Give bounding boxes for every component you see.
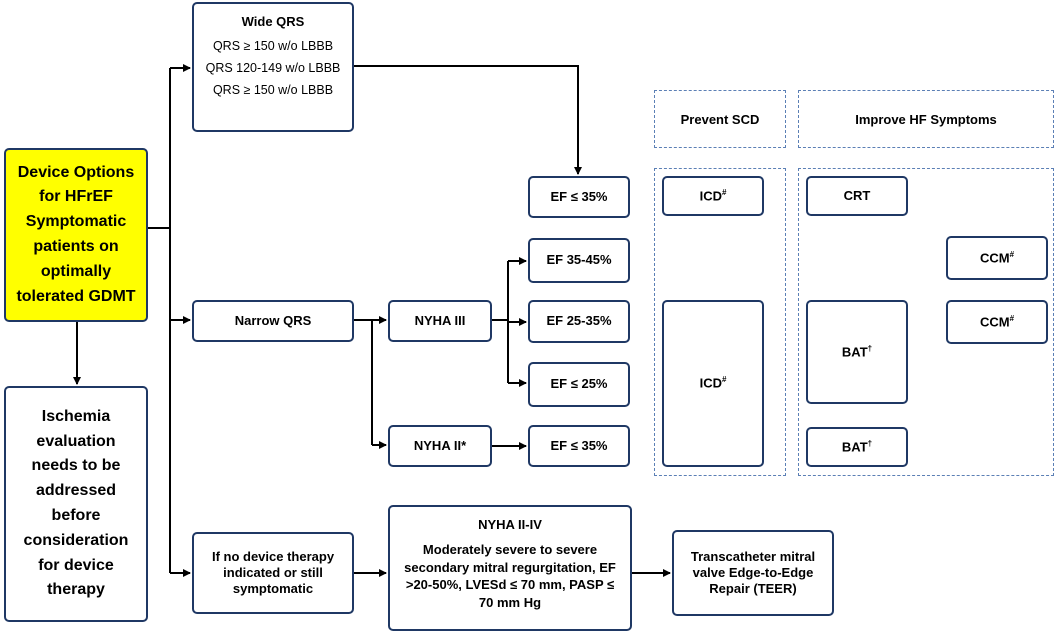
prevent-scd-panel [654, 168, 786, 476]
no-device-box: If no device therapy indicated or still … [192, 532, 354, 614]
improve-hf-header: Improve HF Symptoms [798, 90, 1054, 148]
ccm-mid-label: CCM# [979, 313, 1015, 330]
ischemia-box: Ischemia evaluation needs to be addresse… [4, 386, 148, 622]
bat-large-box: BAT† [806, 300, 908, 404]
ischemia-label: Ischemia evaluation needs to be addresse… [23, 407, 129, 599]
improve-hf-label: Improve HF Symptoms [855, 111, 997, 127]
icd-large-box: ICD# [662, 300, 764, 467]
improve-hf-panel [798, 168, 1054, 476]
bat-small-box: BAT† [806, 427, 908, 467]
ccm-mid-box: CCM# [946, 300, 1048, 344]
prevent-scd-header: Prevent SCD [654, 90, 786, 148]
ef-25-35-label: EF 25-35% [546, 313, 612, 329]
nyha-iii-box: NYHA III [388, 300, 492, 342]
teer-box: Transcatheter mitral valve Edge-to-Edge … [672, 530, 834, 616]
bat-large-label: BAT† [841, 343, 873, 360]
crt-box: CRT [806, 176, 908, 216]
ccm-top-label: CCM# [979, 249, 1015, 266]
ccm-top-box: CCM# [946, 236, 1048, 280]
wide-qrs-title: Wide QRS [241, 14, 305, 29]
ef-le35-top-box: EF ≤ 35% [528, 176, 630, 218]
icd-large-label: ICD# [699, 375, 727, 391]
wide-qrs-row: QRS ≥ 150 w/o LBBB [212, 39, 334, 54]
wide-qrs-row: QRS ≥ 150 w/o LBBB [212, 82, 334, 97]
ef-le35-bottom-label: EF ≤ 35% [550, 437, 608, 453]
mitral-criteria-box: NYHA II-IV Moderately severe to severe s… [388, 505, 632, 631]
no-device-label: If no device therapy indicated or still … [211, 548, 335, 597]
ef-25-35-box: EF 25-35% [528, 300, 630, 343]
ef-le35-top-label: EF ≤ 35% [550, 188, 608, 204]
mitral-criteria-body: Moderately severe to severe secondary mi… [404, 542, 616, 610]
start-box: Device Options for HFrEF Symptomatic pat… [4, 148, 148, 322]
ef-35-45-box: EF 35-45% [528, 238, 630, 283]
crt-label: CRT [843, 187, 871, 203]
icd-top-label: ICD# [699, 187, 727, 204]
ef-le25-label: EF ≤ 25% [550, 376, 608, 392]
nyha-ii-box: NYHA II* [388, 425, 492, 467]
ef-35-45-label: EF 35-45% [546, 252, 612, 268]
icd-top-box: ICD# [662, 176, 764, 216]
wide-qrs-box: Wide QRS QRS ≥ 150 w/o LBBB QRS 120-149 … [192, 2, 354, 132]
prevent-scd-label: Prevent SCD [680, 111, 760, 127]
nyha-iii-label: NYHA III [414, 312, 466, 328]
wide-qrs-row: QRS 120-149 w/o LBBB [205, 60, 341, 75]
ef-le25-box: EF ≤ 25% [528, 362, 630, 407]
ef-le35-bottom-box: EF ≤ 35% [528, 425, 630, 467]
narrow-qrs-box: Narrow QRS [192, 300, 354, 342]
mitral-criteria-title: NYHA II-IV [478, 517, 542, 532]
teer-label: Transcatheter mitral valve Edge-to-Edge … [690, 548, 816, 597]
bat-small-label: BAT† [841, 438, 873, 455]
narrow-qrs-label: Narrow QRS [234, 312, 312, 328]
start-label: Device Options for HFrEF Symptomatic pat… [16, 163, 136, 305]
nyha-ii-label: NYHA II* [413, 437, 467, 453]
